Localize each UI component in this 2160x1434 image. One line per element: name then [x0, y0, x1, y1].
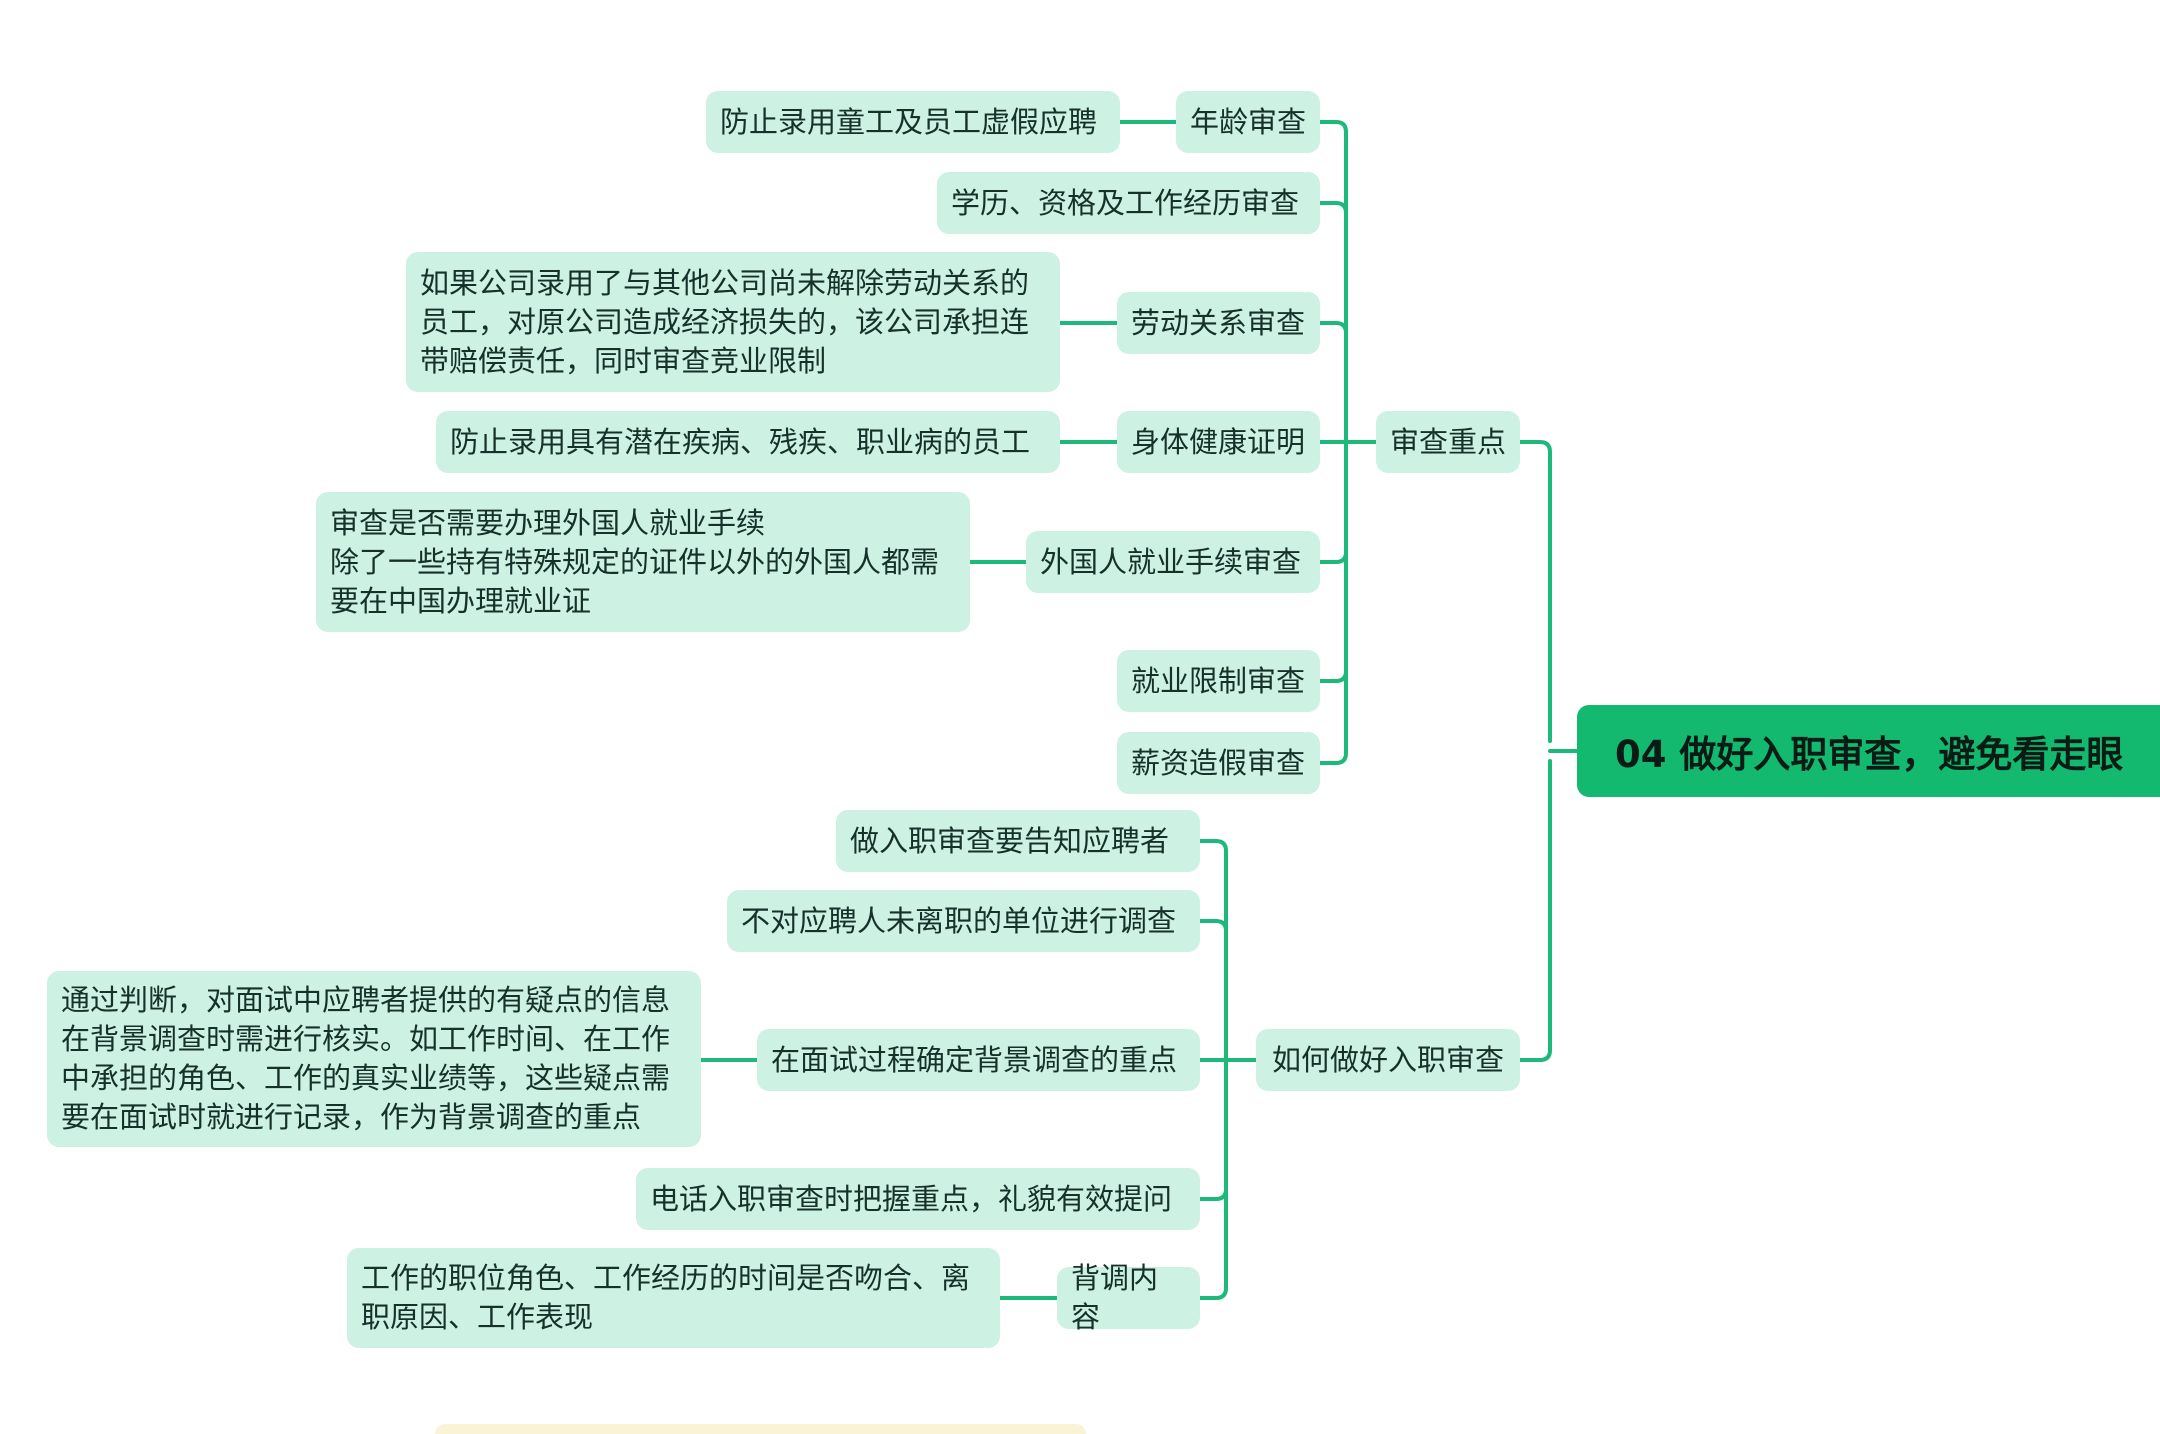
- link-branch-0-child-1: [1318, 201, 1348, 215]
- topic-health-certificate[interactable]: 身体健康证明: [1117, 411, 1320, 473]
- link-branch-1-child-4: [1198, 1286, 1228, 1300]
- topic-background-content[interactable]: 背调内容: [1057, 1261, 1200, 1334]
- branch-how-to-review[interactable]: 如何做好入职审查: [1256, 1029, 1520, 1091]
- topic-interview-focus[interactable]: 在面试过程确定背景调查的重点: [757, 1029, 1200, 1091]
- link-branch-0-child-5: [1318, 669, 1348, 683]
- link-branch-1-child-1: [1198, 919, 1228, 933]
- topic-labor-relation-review[interactable]: 劳动关系审查: [1117, 292, 1320, 354]
- root-node[interactable]: 04 做好入职审查，避免看走眼: [1577, 705, 2160, 797]
- link-root-branch-1: [1518, 759, 1552, 1062]
- root-label: 04 做好入职审查，避免看走眼: [1615, 733, 2124, 776]
- link-branch-0-child-2: [1318, 321, 1348, 335]
- link-branch-1-child-0: [1198, 839, 1228, 853]
- link-branch-0-child-0: [1318, 120, 1348, 134]
- detail-age-review[interactable]: 防止录用童工及员工虚假应聘: [706, 91, 1120, 153]
- detail-foreigner-employment[interactable]: 审查是否需要办理外国人就业手续 除了一些持有特殊规定的证件以外的外国人都需 要在…: [316, 492, 970, 632]
- topic-age-review[interactable]: 年龄审查: [1176, 91, 1320, 153]
- topic-salary-fraud[interactable]: 薪资造假审查: [1117, 732, 1320, 794]
- note-strip: [435, 1424, 1086, 1434]
- detail-background-content[interactable]: 工作的职位角色、工作经历的时间是否吻合、离 职原因、工作表现: [347, 1248, 1000, 1348]
- topic-employment-restriction[interactable]: 就业限制审查: [1117, 650, 1320, 712]
- link-branch-0-child-4: [1318, 550, 1348, 564]
- detail-health-certificate[interactable]: 防止录用具有潜在疾病、残疾、职业病的员工: [436, 411, 1060, 473]
- topic-no-current-employer-check[interactable]: 不对应聘人未离职的单位进行调查: [727, 890, 1200, 952]
- detail-labor-relation-review[interactable]: 如果公司录用了与其他公司尚未解除劳动关系的 员工，对原公司造成经济损失的，该公司…: [406, 252, 1060, 392]
- topic-phone-check[interactable]: 电话入职审查时把握重点，礼貌有效提问: [636, 1168, 1200, 1230]
- link-branch-1-child-3: [1198, 1187, 1228, 1201]
- topic-foreigner-employment[interactable]: 外国人就业手续审查: [1026, 531, 1320, 593]
- link-branch-0-child-6: [1318, 751, 1348, 765]
- branch-review-focus[interactable]: 审查重点: [1376, 411, 1520, 473]
- detail-interview-focus[interactable]: 通过判断，对面试中应聘者提供的有疑点的信息 在背景调查时需进行核实。如工作时间、…: [47, 971, 701, 1147]
- topic-education-review[interactable]: 学历、资格及工作经历审查: [937, 172, 1320, 234]
- link-root-branch-0: [1518, 440, 1552, 743]
- topic-inform-applicant[interactable]: 做入职审查要告知应聘者: [836, 810, 1200, 872]
